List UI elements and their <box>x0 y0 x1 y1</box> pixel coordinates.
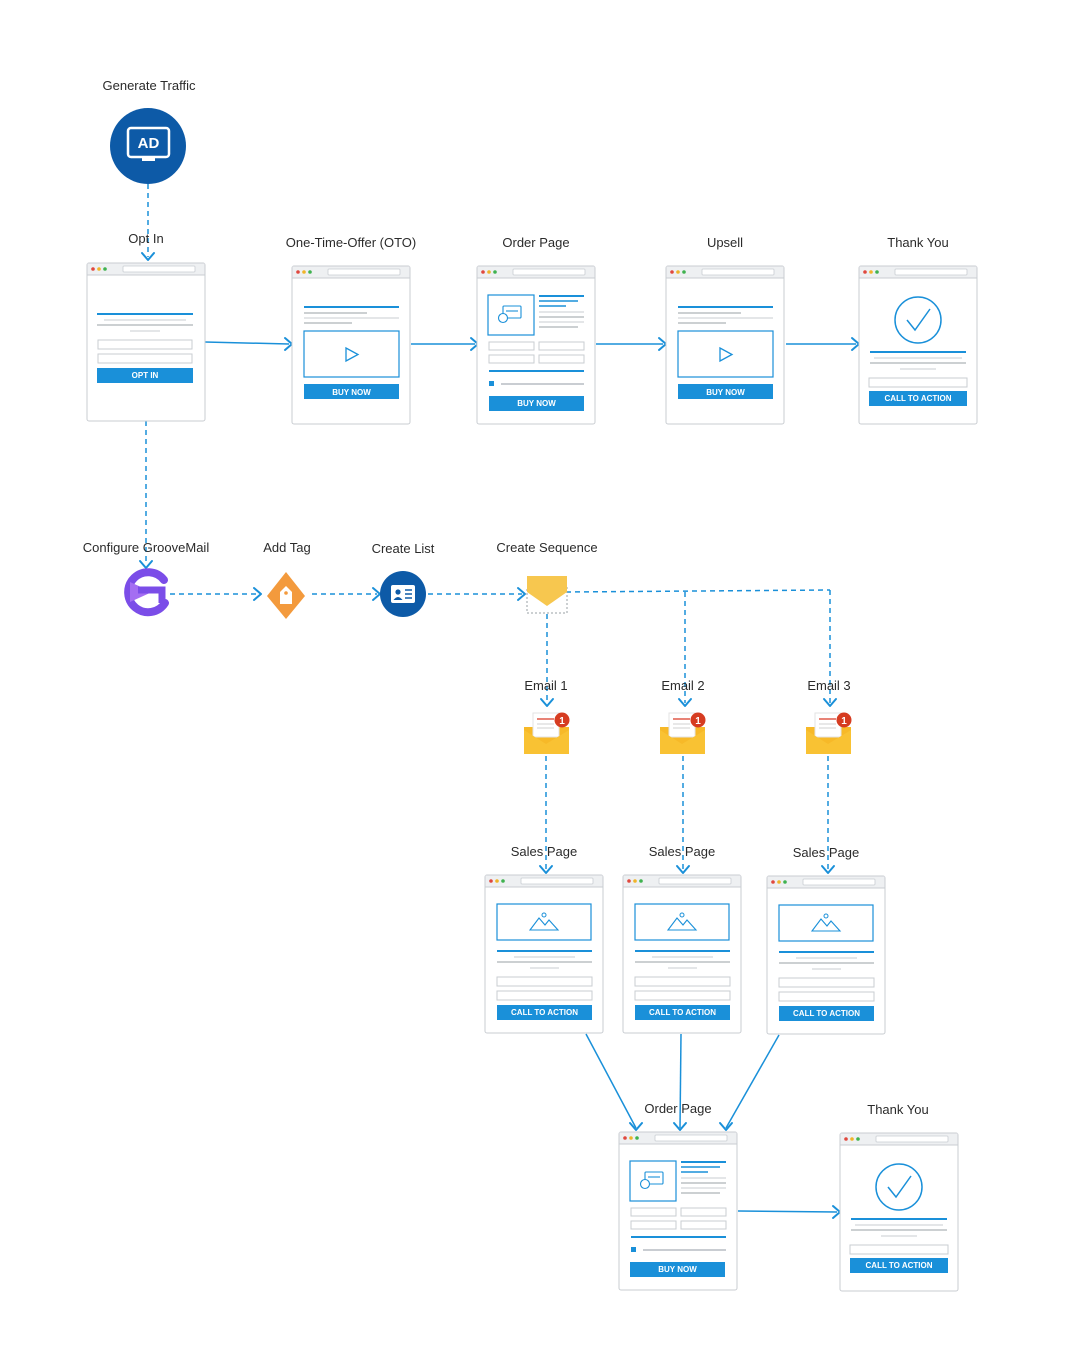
order-field[interactable] <box>488 354 535 364</box>
video-player[interactable] <box>303 330 400 378</box>
bottom-thank-you-cta-button[interactable] <box>850 1258 948 1273</box>
optin-button[interactable] <box>97 368 193 383</box>
bottom-thank-you-label: Thank You <box>867 1102 928 1117</box>
oto-buy-label: BUY NOW <box>332 388 371 397</box>
upsell-label: Upsell <box>707 235 743 250</box>
image-placeholder <box>496 903 592 941</box>
play-icon <box>719 346 734 363</box>
order-field[interactable] <box>680 1220 727 1230</box>
bottom-order-page-node[interactable]: Order Page BUY NOW <box>618 1101 738 1291</box>
oto-label: One-Time-Offer (OTO) <box>286 235 417 250</box>
bottom-order-buy-label: BUY NOW <box>658 1265 697 1274</box>
optin-button-label: OPT IN <box>132 371 159 380</box>
connectors <box>145 184 856 1213</box>
image-icon <box>528 917 560 931</box>
image-icon <box>666 917 698 931</box>
thank-you-cta-button[interactable] <box>869 391 967 406</box>
payment-icon <box>639 1171 664 1190</box>
image-placeholder <box>634 903 730 941</box>
thank-you-page-node[interactable]: Thank You CALL TO ACTION <box>858 235 978 425</box>
sales-cta-label: CALL TO ACTION <box>649 1008 716 1017</box>
optin-field[interactable] <box>97 353 193 364</box>
optin-page-node[interactable]: Opt In OPT IN <box>86 231 206 422</box>
envelope-icon <box>806 712 851 754</box>
payment-icon <box>497 305 522 324</box>
sales-cta-button[interactable] <box>497 1005 592 1020</box>
badge-count: 1 <box>559 716 565 727</box>
play-icon <box>345 346 360 363</box>
order-field[interactable] <box>680 1207 727 1217</box>
notification-badge <box>836 712 852 728</box>
groovemail-node[interactable]: Configure GrooveMail <box>83 540 210 617</box>
video-player[interactable] <box>677 330 774 378</box>
create-list-node[interactable]: Create List <box>372 541 435 617</box>
envelope-icon <box>660 712 705 754</box>
email-label: Email 1 <box>524 678 567 693</box>
groovemail-icon <box>124 568 169 617</box>
order-label: Order Page <box>502 235 569 250</box>
bottom-thank-you-page-node[interactable]: Thank You CALL TO ACTION <box>839 1102 959 1292</box>
checkbox[interactable] <box>631 1247 636 1252</box>
thank-you-label: Thank You <box>887 235 948 250</box>
order-page-node[interactable]: Order Page BUY NOW <box>476 235 596 425</box>
sales-page-label: Sales Page <box>649 844 716 859</box>
notification-badge <box>554 712 570 728</box>
create-list-label: Create List <box>372 541 435 556</box>
order-field[interactable] <box>538 341 585 351</box>
oto-buy-button[interactable] <box>304 384 399 399</box>
create-sequence-node[interactable]: Create Sequence <box>496 540 598 614</box>
sales-page-node-3[interactable]: Sales Page CALL TO ACTION <box>766 845 886 1035</box>
order-field[interactable] <box>630 1207 677 1217</box>
checkbox[interactable] <box>489 381 494 386</box>
notification-badge <box>690 712 706 728</box>
generate-traffic-node[interactable]: Generate Traffic AD <box>103 78 196 184</box>
checkmark-icon <box>875 1163 923 1211</box>
upsell-buy-label: BUY NOW <box>706 388 745 397</box>
add-tag-node[interactable]: Add Tag <box>263 540 311 619</box>
sales-page-node-2[interactable]: Sales Page CALL TO ACTION <box>622 844 742 1034</box>
order-field[interactable] <box>538 354 585 364</box>
thank-you-cta-label: CALL TO ACTION <box>885 394 952 403</box>
email-label: Email 3 <box>807 678 850 693</box>
bottom-order-buy-button[interactable] <box>630 1262 725 1277</box>
ad-icon-text: AD <box>138 135 160 152</box>
groovemail-label: Configure GrooveMail <box>83 540 210 555</box>
email-label: Email 2 <box>661 678 704 693</box>
optin-field[interactable] <box>97 339 193 350</box>
order-buy-label: BUY NOW <box>517 399 556 408</box>
order-buy-button[interactable] <box>489 396 584 411</box>
generate-traffic-label: Generate Traffic <box>103 78 196 93</box>
sales-page-label: Sales Page <box>511 844 578 859</box>
badge-count: 1 <box>695 716 701 727</box>
image-placeholder <box>778 904 874 942</box>
email-node-3[interactable]: Email 3 1 <box>806 678 852 754</box>
badge-count: 1 <box>841 716 847 727</box>
image-icon <box>810 918 842 932</box>
tag-icon <box>267 572 305 619</box>
checkmark-icon <box>894 296 942 344</box>
upsell-buy-button[interactable] <box>678 384 773 399</box>
sales-cta-button[interactable] <box>779 1006 874 1021</box>
oto-page-node[interactable]: One-Time-Offer (OTO) BUY NOW <box>286 235 417 425</box>
create-sequence-label: Create Sequence <box>496 540 597 555</box>
order-field[interactable] <box>488 341 535 351</box>
sales-cta-label: CALL TO ACTION <box>511 1008 578 1017</box>
upsell-page-node[interactable]: Upsell BUY NOW <box>665 235 785 425</box>
sales-cta-label: CALL TO ACTION <box>793 1009 860 1018</box>
sales-cta-button[interactable] <box>635 1005 730 1020</box>
bottom-thank-you-cta-label: CALL TO ACTION <box>866 1261 933 1270</box>
email-node-2[interactable]: Email 2 1 <box>660 678 706 754</box>
optin-label: Opt In <box>128 231 163 246</box>
bottom-order-label: Order Page <box>644 1101 711 1116</box>
sales-page-label: Sales Page <box>793 845 860 860</box>
email-node-1[interactable]: Email 1 1 <box>524 678 570 754</box>
sequence-envelope-icon <box>526 576 568 614</box>
envelope-icon <box>524 712 569 754</box>
add-tag-label: Add Tag <box>263 540 310 555</box>
sales-page-node-1[interactable]: Sales Page CALL TO ACTION <box>484 844 604 1034</box>
order-field[interactable] <box>630 1220 677 1230</box>
